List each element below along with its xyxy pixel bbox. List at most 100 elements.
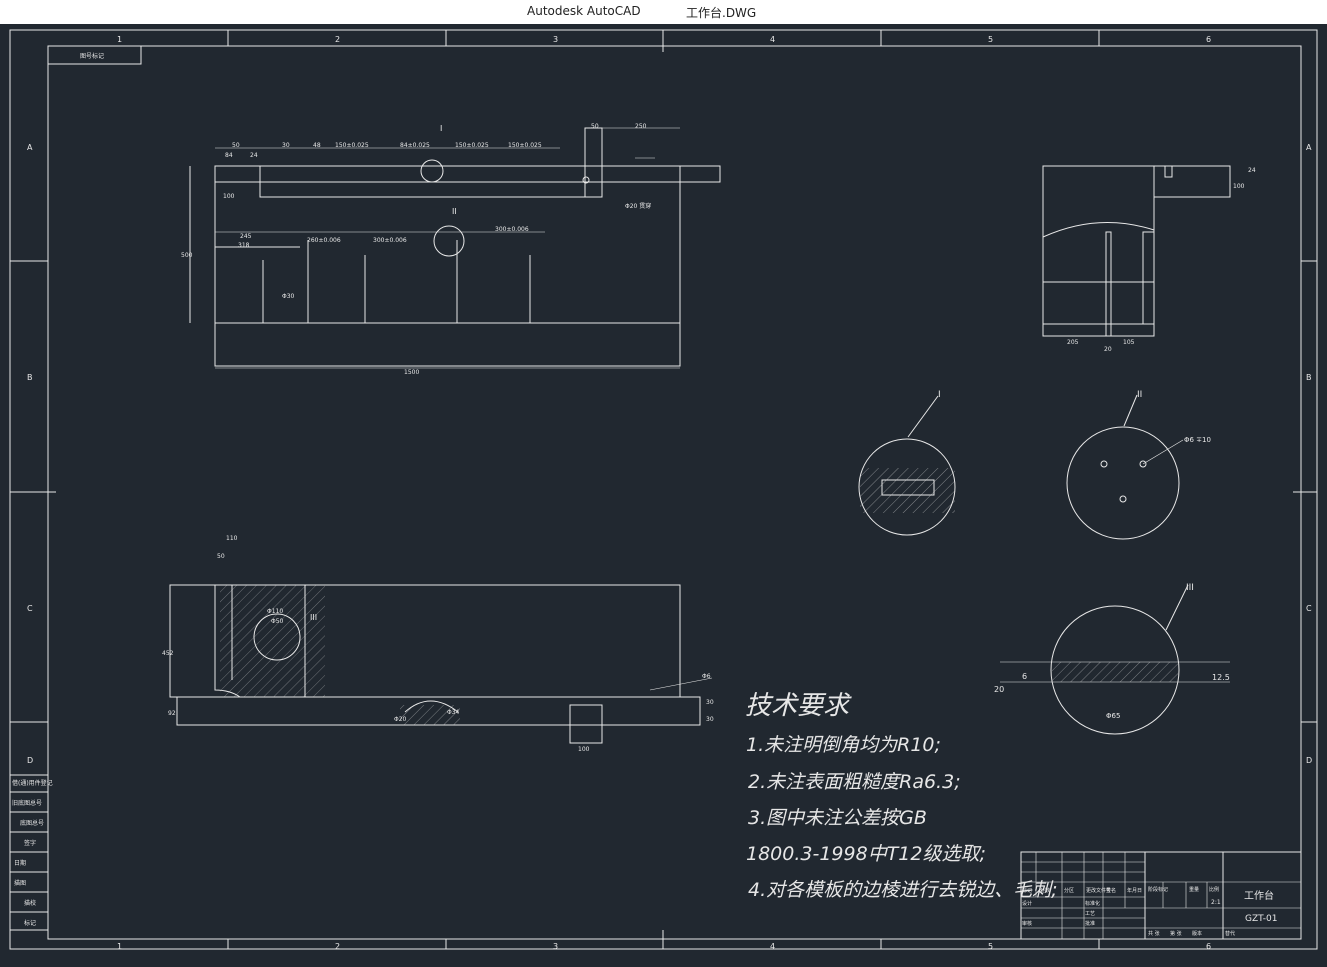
detail-I[interactable]: I (858, 390, 956, 536)
tech-note-line: 4.对各模板的边棱进行去锐边、毛刺; (748, 879, 1058, 901)
dim-label: Φ65 (1106, 712, 1120, 720)
col-label: 5 (988, 35, 993, 44)
dim-label: 12.5 (1212, 673, 1230, 682)
stamp-text: 标记 (24, 919, 36, 927)
dim-label: 110 (226, 535, 238, 542)
title-cell: 共 张 (1148, 930, 1160, 937)
row-label: D (27, 756, 33, 765)
stamp-text: 签字 (24, 839, 36, 847)
dim-label: 250 (635, 123, 647, 130)
dim-label: 92 (168, 710, 176, 717)
left-stamp: 借(通)用件登记 旧底图总号 底图总号 签字 日期 描图 描校 标记 (9, 774, 53, 931)
col-label: 1 (117, 942, 122, 951)
dim-label: 24 (250, 152, 258, 159)
detail-III[interactable]: III 6 20 12.5 Φ65 (994, 583, 1230, 735)
title-cell: 审核 (1022, 920, 1032, 927)
dim-label: 20 (994, 685, 1004, 694)
top-view[interactable]: 50 84 24 30 48 150±0.025 84±0.025 150±0.… (181, 123, 721, 376)
row-label: C (27, 604, 33, 613)
title-cell: 年月日 (1127, 887, 1142, 894)
row-label: B (27, 373, 33, 382)
col-label: 3 (553, 35, 558, 44)
dim-label: 20 (1104, 346, 1112, 353)
column-labels-bottom: 1 2 3 4 5 6 (117, 942, 1211, 951)
stamp-text: 日期 (14, 859, 26, 867)
detail-I-ref: I (440, 124, 442, 133)
side-view[interactable]: 24 100 205 20 105 (1042, 165, 1256, 353)
dim-label: 1500 (404, 369, 419, 376)
dim-label: 150±0.025 (508, 142, 542, 149)
tech-note-line: 2.未注表面粗糙度Ra6.3; (748, 771, 961, 793)
dim-label: 48 (313, 142, 321, 149)
dim-label: 150±0.025 (455, 142, 489, 149)
tech-note-line: 1800.3-1998中T12级选取; (746, 843, 986, 865)
dim-label: Φ110 (267, 608, 283, 615)
col-label: 1 (117, 35, 122, 44)
scale-value: 2:1 (1211, 899, 1221, 906)
title-cell: 比例 (1209, 886, 1219, 893)
dim-label: 245 (240, 233, 252, 240)
row-label: A (27, 143, 33, 152)
title-cell: 更改文件号 (1086, 887, 1111, 894)
technical-requirements: 技术要求 1.未注明倒角均为R10; 2.未注表面粗糙度Ra6.3; 3.图中未… (745, 691, 1058, 901)
detail-II-label: II (1137, 390, 1142, 400)
drawing-canvas[interactable]: 图号标记 1 2 3 4 5 6 1 2 3 4 5 6 A B C D A B… (0, 24, 1327, 963)
title-cell: 分区 (1064, 887, 1074, 894)
dim-label: 452 (162, 650, 174, 657)
stamp-text: 借(通)用件登记 (12, 779, 53, 787)
drawing-number: GZT-01 (1245, 914, 1278, 924)
col-label: 5 (988, 942, 993, 951)
dim-label: 50 (232, 142, 240, 149)
detail-II-ref: II (452, 207, 457, 216)
dim-label: Φ6 (702, 673, 711, 680)
row-label: B (1306, 373, 1312, 382)
tech-note-line: 1.未注明倒角均为R10; (746, 734, 941, 756)
dim-label: Φ50 (271, 618, 284, 625)
col-label: 4 (770, 942, 775, 951)
app-name: Autodesk AutoCAD (527, 4, 641, 18)
dim-label: 30 (706, 716, 714, 723)
stamp-text: 描图 (14, 879, 26, 887)
detail-III-ref: III (310, 613, 317, 622)
dim-label: Φ20 (394, 716, 407, 723)
col-label: 6 (1206, 35, 1211, 44)
dim-label: 50 (217, 553, 225, 560)
row-labels-right: A B C D (1306, 143, 1312, 765)
title-cell: 处数 (1040, 887, 1050, 894)
dim-label: 500 (181, 252, 193, 259)
dim-label: 260±0.006 (307, 237, 341, 244)
dim-label: 100 (578, 746, 590, 753)
row-label: A (1306, 143, 1312, 152)
dim-label: 105 (1123, 339, 1135, 346)
detail-III-label: III (1186, 583, 1194, 593)
dim-label: 24 (1248, 167, 1256, 174)
title-cell: 签名 (1106, 887, 1116, 894)
col-label: 3 (553, 942, 558, 951)
title-cell: 标准化 (1085, 900, 1100, 907)
window-titlebar: Autodesk AutoCAD 工作台.DWG (0, 0, 1327, 24)
col-label: 4 (770, 35, 775, 44)
detail-I-label: I (938, 390, 941, 400)
dim-label: 100 (223, 193, 235, 200)
stamp-text: 底图总号 (20, 819, 44, 827)
title-cell: 版本 (1192, 930, 1202, 937)
dim-label: 6 (1022, 672, 1027, 681)
stamp-text: 描校 (24, 899, 36, 907)
title-cell: 重量 (1189, 886, 1199, 893)
drawing-name: 工作台 (1244, 889, 1274, 902)
dim-label: 318 (238, 242, 250, 249)
drawing-frame: 图号标记 (9, 29, 1318, 950)
col-label: 2 (335, 35, 340, 44)
detail-II[interactable]: II Φ6 ∓10 (1066, 390, 1211, 540)
title-cell: 替代 (1225, 930, 1235, 937)
stamp-text: 旧底图总号 (12, 799, 42, 807)
front-view[interactable]: 110 50 Φ110 Φ50 452 92 Φ6 30 30 100 Φ20 … (162, 535, 714, 753)
dim-label: 300±0.006 (373, 237, 407, 244)
title-cell: 标记 (1022, 887, 1032, 894)
title-block: 工作台 GZT-01 2:1 标记 处数 分区 更改文件号 签名 年月日 设计 … (1020, 851, 1302, 940)
title-cell: 批准 (1085, 920, 1095, 927)
row-label: C (1306, 604, 1312, 613)
col-label: 2 (335, 942, 340, 951)
dim-label: 150±0.025 (335, 142, 369, 149)
title-cell: 设计 (1022, 900, 1032, 907)
